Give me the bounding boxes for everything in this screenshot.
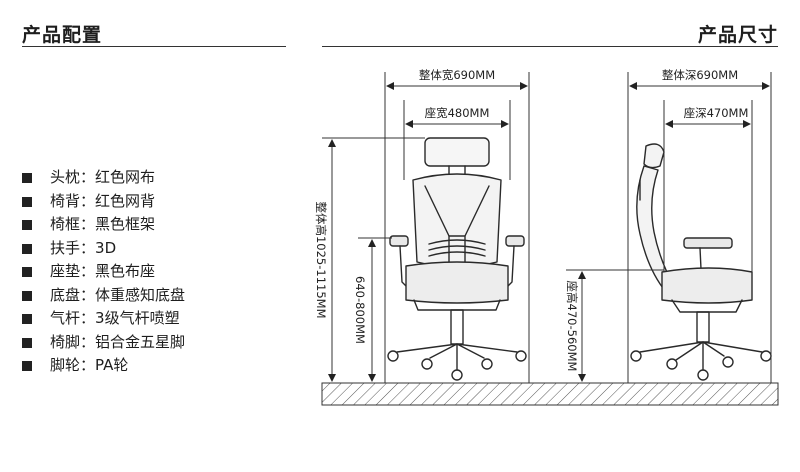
spec-value: 红色网背	[95, 191, 156, 210]
dim-side-overall-depth	[627, 72, 772, 383]
section-title-config: 产品配置	[22, 24, 103, 46]
dim-front-overall-width	[384, 72, 530, 383]
dim-side-seat-depth	[663, 100, 753, 272]
spec-item: 椅脚铝合金五星脚	[22, 331, 185, 355]
spec-item: 头枕红色网布	[22, 166, 185, 190]
spec-value: 铝合金五星脚	[95, 332, 186, 351]
spec-value: 黑色框架	[95, 215, 156, 233]
spec-value: 3级气杆喷塑	[95, 309, 180, 327]
spec-item: 气杆3级气杆喷塑	[22, 307, 185, 331]
square-bullet-icon	[22, 314, 32, 324]
section-title-size: 产品尺寸	[697, 24, 778, 46]
spec-item: 椅背红色网背	[22, 190, 185, 214]
spec-list: 头枕红色网布 椅背红色网背 椅框黑色框架 扶手3D 座垫黑色布座 底盘体重感知底…	[22, 166, 185, 378]
label-overall-height: 整体高1025-1115MM	[314, 201, 328, 318]
square-bullet-icon	[22, 361, 32, 371]
dim-seat-height	[566, 269, 664, 382]
label-front-seat-width: 座宽480MM	[425, 106, 490, 120]
spec-key: 气杆	[50, 309, 95, 327]
square-bullet-icon	[22, 196, 32, 207]
spec-value: 3D	[95, 238, 117, 257]
spec-item: 椅框黑色框架	[22, 213, 185, 237]
spec-key: 扶手	[50, 239, 95, 257]
spec-key: 椅脚	[50, 333, 95, 351]
spec-item: 脚轮PA轮	[22, 354, 185, 378]
divider-right	[322, 46, 778, 47]
spec-value: PA轮	[95, 356, 129, 374]
floor-hatch	[321, 382, 779, 406]
chair-side-view	[630, 143, 772, 381]
dim-overall-height	[322, 137, 425, 382]
spec-key: 椅背	[50, 192, 95, 210]
dim-armrest-height	[358, 237, 392, 382]
spec-item: 扶手3D	[22, 237, 185, 261]
spec-key: 椅框	[50, 215, 95, 233]
label-side-overall-depth: 整体深690MM	[662, 68, 738, 82]
label-side-seat-depth: 座深470MM	[684, 106, 749, 120]
square-bullet-icon	[22, 173, 32, 183]
divider-left	[22, 46, 286, 47]
square-bullet-icon	[22, 220, 32, 230]
spec-key: 脚轮	[50, 356, 95, 374]
spec-key: 底盘	[50, 286, 95, 304]
spec-value: 体重感知底盘	[95, 285, 186, 304]
spec-key: 头枕	[50, 168, 95, 186]
square-bullet-icon	[22, 267, 32, 277]
label-armrest-height: 640-800MM	[353, 276, 367, 344]
spec-item: 座垫黑色布座	[22, 260, 185, 284]
square-bullet-icon	[22, 337, 32, 348]
chair-front-view	[387, 137, 527, 381]
spec-key: 座垫	[50, 262, 95, 280]
spec-value: 黑色布座	[95, 262, 156, 280]
spec-value: 红色网布	[95, 168, 156, 186]
square-bullet-icon	[22, 290, 32, 301]
label-front-overall-width: 整体宽690MM	[419, 68, 495, 82]
dim-front-seat-width	[403, 100, 511, 180]
label-seat-height: 座高470-560MM	[565, 281, 579, 372]
spec-item: 底盘体重感知底盘	[22, 284, 185, 308]
square-bullet-icon	[22, 243, 32, 254]
